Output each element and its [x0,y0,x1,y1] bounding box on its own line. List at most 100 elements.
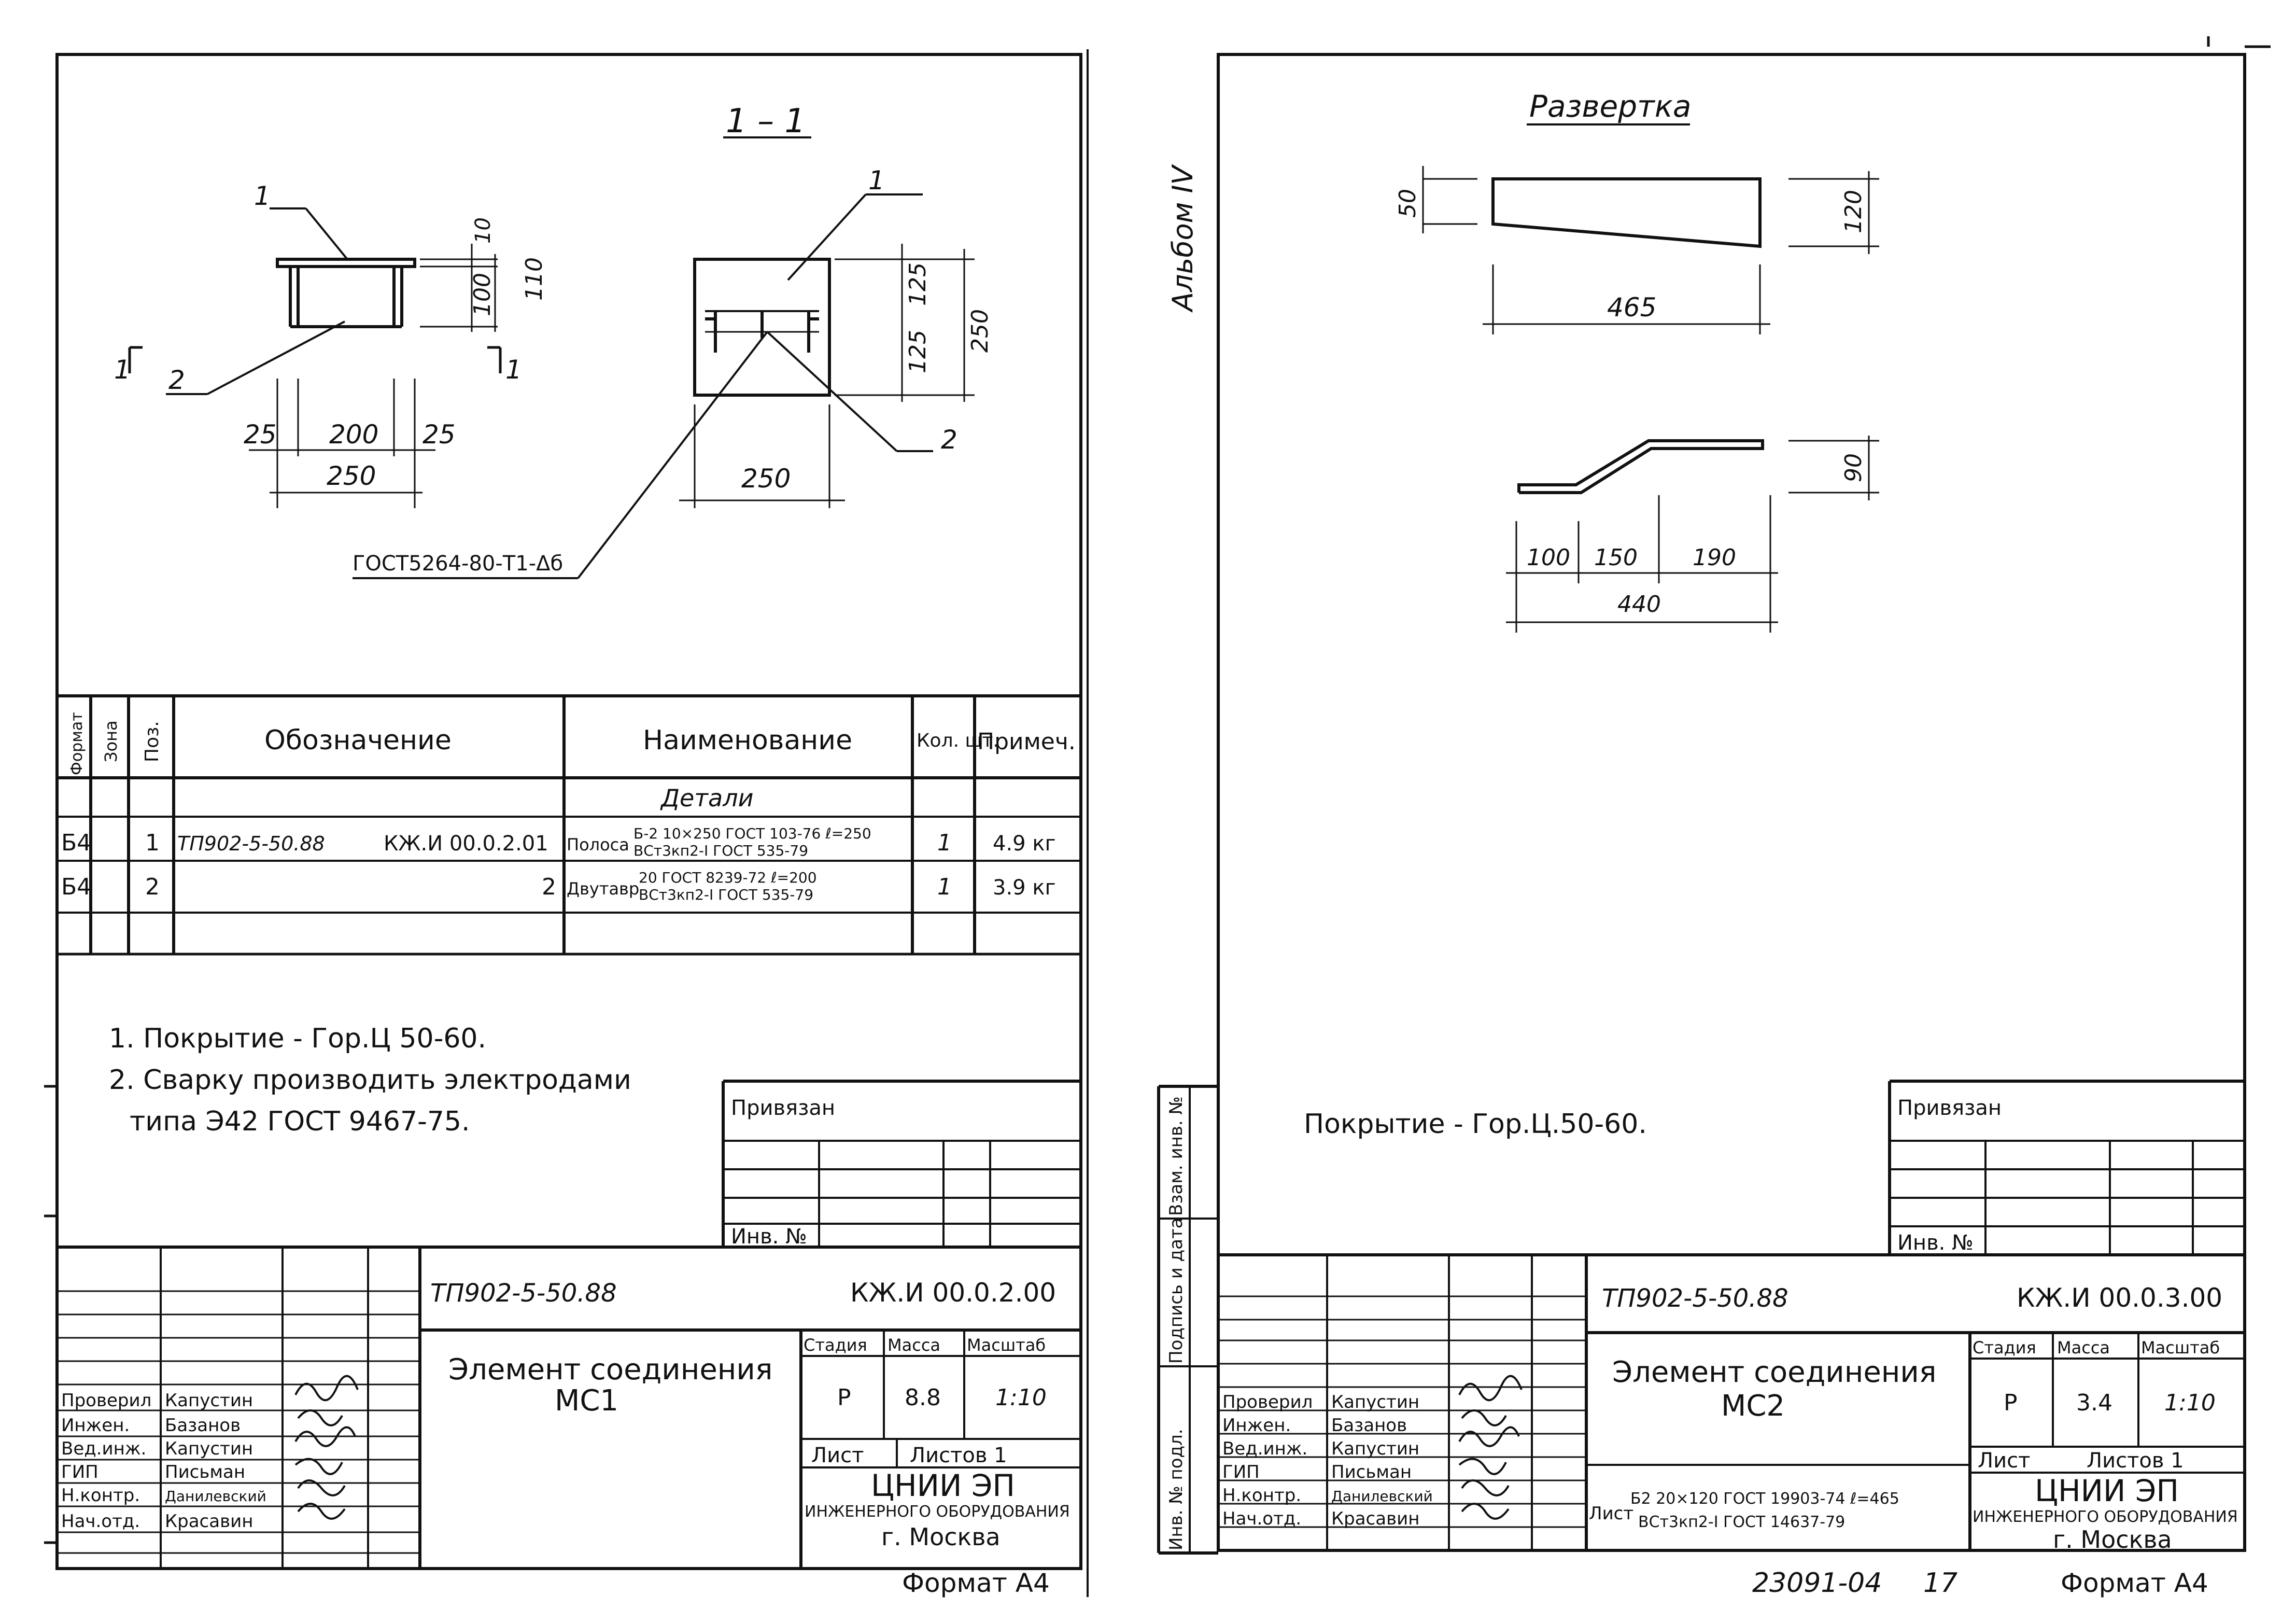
section-1-1-view [353,136,975,579]
dim-50: 50 [1394,189,1421,218]
cut-label-left: 1 [114,355,131,385]
dim-120: 120 [1840,190,1867,233]
right-role-1: Инжен. [1222,1415,1291,1436]
left-name-5: Красавин [165,1511,253,1532]
dim-250-vertical: 250 [967,309,993,353]
row1-kol: 1 [937,830,952,856]
razvertka-view [1422,123,1879,633]
left-name-4: Данилевский [165,1488,266,1505]
row2-naim-top: 20 ГОСТ 8239-72 ℓ=200 [639,869,817,886]
left-org2: ИНЖЕНЕРНОГО ОБОРУДОВАНИЯ [805,1503,1070,1521]
left-masshtab: 1:10 [995,1384,1047,1411]
section-details: Детали [660,784,754,812]
row1-forma: Б4 [61,830,91,856]
right-name-1: Базанов [1331,1415,1407,1436]
left-role-1: Инжен. [61,1415,130,1436]
leader-1a: 1 [254,181,271,211]
dim-125-bottom: 125 [905,330,931,373]
footer-number: 23091-04 [1752,1568,1882,1599]
right-stadia-header: Стадия [1973,1338,2036,1358]
left-stamp-code: КЖ.И 00.0.2.00 [850,1278,1056,1308]
right-stamp-title1: Элемент соединения [1612,1355,1936,1389]
left-role-2: Вед.инж. [61,1438,146,1459]
left-frame [55,53,1082,1570]
left-org1: ЦНИИ ЭП [871,1468,1015,1503]
left-stadia: Р [837,1384,851,1411]
left-role-3: ГИП [61,1462,98,1482]
side-vzam-inv: Взам. инв. № [1166,1096,1187,1216]
side-inv-podl: Инв. № подл. [1166,1429,1187,1550]
left-name-1: Базанов [165,1415,241,1436]
left-masshtab-header: Масштаб [967,1335,1046,1355]
left-role-0: Проверил [61,1390,151,1411]
dim-90: 90 [1840,453,1867,482]
dim-25-left: 25 [244,419,277,450]
dim-100-r: 100 [1527,544,1570,571]
right-role-3: ГИП [1222,1462,1260,1482]
right-name-0: Капустин [1331,1392,1419,1412]
left-inv: Инв. № [731,1225,807,1249]
right-material-top: Б2 20×120 ГОСТ 19903-74 ℓ=465 [1630,1490,1899,1508]
left-privyazan: Привязан [731,1096,835,1120]
left-stamp-project: ТП902-5-50.88 [430,1279,617,1308]
right-name-5: Красавин [1331,1508,1419,1529]
dim-200: 200 [329,419,378,450]
header-oboznachenie: Обозначение [264,725,452,756]
row2-poz: 2 [145,874,160,900]
header-naimenovanie: Наименование [643,725,852,756]
right-material-bottom: ВСт3кп2-I ГОСТ 14637-79 [1638,1513,1845,1531]
dim-465: 465 [1607,292,1656,323]
dim-250-plan: 250 [327,461,376,491]
right-stamp-project: ТП902-5-50.88 [1602,1284,1788,1313]
page-number: 17 [1923,1568,1957,1599]
left-privyazan-box [722,1080,1081,1247]
right-privyazan: Привязан [1897,1096,2002,1120]
row1-naim-type: Полоса [567,835,629,855]
left-massa-header: Масса [888,1335,940,1355]
left-name-2: Капустин [165,1438,253,1459]
left-name-0: Капустин [165,1390,253,1411]
cut-label-right: 1 [505,355,522,385]
right-role-5: Нач.отд. [1222,1508,1301,1529]
section-title: 1 – 1 [726,102,806,141]
dim-150: 150 [1594,544,1638,571]
right-role-2: Вед.инж. [1222,1438,1307,1459]
leader-1b: 1 [868,165,885,195]
weld-gost-label: ГОСТ5264-80-Т1-Δб [353,552,563,576]
side-podpis-data: Подпись и дата [1166,1218,1187,1364]
row2-naim-bot: ВСт3кп2-I ГОСТ 535-79 [639,886,813,903]
dim-10: 10 [471,217,495,244]
row1-naim-bot: ВСт3кп2-I ГОСТ 535-79 [633,842,808,859]
album-label: Альбом IV [1166,164,1199,313]
right-stamp-title2: МС2 [1721,1389,1785,1423]
dim-110: 110 [521,257,547,301]
left-massa: 8.8 [905,1384,941,1411]
dim-190: 190 [1693,544,1736,571]
left-name-3: Письман [165,1462,245,1482]
right-org1: ЦНИИ ЭП [2035,1473,2179,1508]
left-stadia-header: Стадия [804,1335,867,1355]
right-list-prefix: Лист [1589,1503,1633,1524]
row2-naim-type: Двутавр [567,879,639,899]
signatures [294,1375,1523,1520]
left-org3: г. Москва [881,1523,1001,1551]
row1-naim-top: Б-2 10×250 ГОСТ 103-76 ℓ=250 [633,825,871,842]
right-inv: Инв. № [1897,1231,1974,1255]
header-zona: Зона [101,720,121,762]
left-plan-view [128,207,502,508]
right-massa-header: Масса [2057,1338,2110,1358]
left-format: Формат А4 [902,1568,1050,1598]
right-note: Покрытие - Гор.Ц.50-60. [1304,1109,1647,1140]
left-stamp-title1: Элемент соединения [448,1353,772,1387]
right-masshtab: 1:10 [2164,1390,2216,1416]
row2-oboz-code: 2 [542,874,556,900]
right-title-block-grid [1218,1253,2245,1550]
note-3: типа Э42 ГОСТ 9467-75. [130,1106,470,1137]
right-listov: Листов 1 [2087,1449,2184,1473]
dim-125-top: 125 [905,262,931,306]
dim-25-right: 25 [422,419,456,450]
right-stamp-code: КЖ.И 00.0.3.00 [2017,1283,2222,1313]
right-frame [1217,53,2246,1552]
header-forma: Формат [68,712,86,775]
